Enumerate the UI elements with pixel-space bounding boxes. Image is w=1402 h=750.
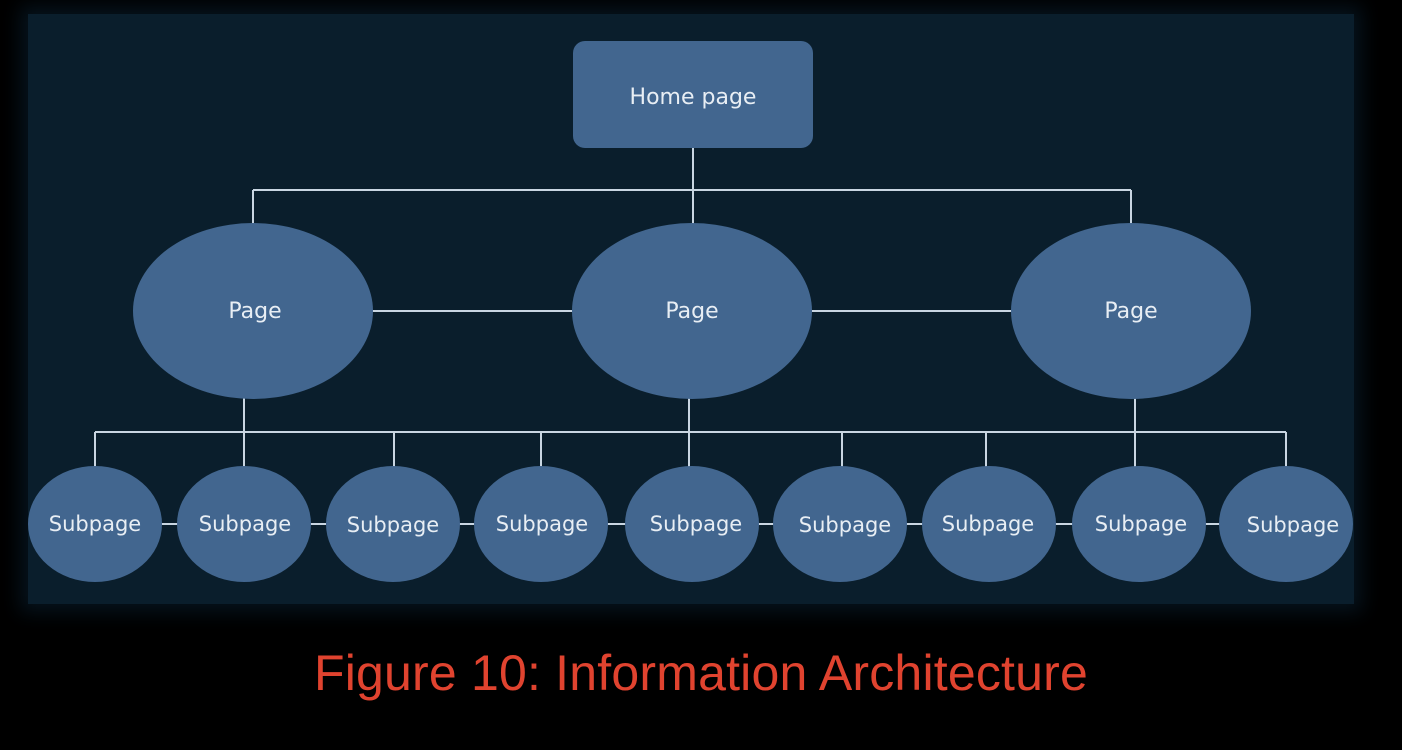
page-label: Page [665,299,718,324]
subpage-node-7: Subpage [922,466,1056,582]
subpage-label: Subpage [347,513,439,537]
subpage-label: Subpage [942,512,1034,536]
subpage-node-8: Subpage [1072,466,1206,582]
subpage-node-6: Subpage [773,466,907,582]
connectors [94,148,1287,525]
page-label: Page [228,299,281,324]
page-ellipse [1011,223,1251,399]
figure-caption: Figure 10: Information Architecture [313,645,1089,701]
subpage-ellipse [625,466,759,582]
subpage-label: Subpage [650,512,742,536]
page-label: Page [1104,299,1157,324]
subpage-node-4: Subpage [474,466,608,582]
subpage-label: Subpage [199,512,291,536]
subpage-node-9: Subpage [1219,466,1353,582]
home-page-box [573,41,813,148]
page-ellipse [133,223,373,399]
subpage-ellipse [1219,466,1353,582]
subpage-node-5: Subpage [625,466,759,582]
subpage-ellipse [177,466,311,582]
subpage-node-2: Subpage [177,466,311,582]
subpage-ellipse [28,466,162,582]
subpage-ellipse [474,466,608,582]
page-node-1: Page [133,223,373,399]
subpage-label: Subpage [799,513,891,537]
subpage-ellipse [1072,466,1206,582]
home-page-label: Home page [630,85,757,110]
subpage-label: Subpage [1095,512,1187,536]
page-node-2: Page [572,223,812,399]
information-architecture-diagram: Home page Page Page Page Subpage Subpage… [28,41,1353,582]
subpage-node-3: Subpage [326,466,460,582]
home-page-node: Home page [573,41,813,148]
subpage-label: Subpage [1247,513,1339,537]
subpage-ellipse [922,466,1056,582]
subpage-ellipse [326,466,460,582]
page-node-3: Page [1011,223,1251,399]
subpage-node-1: Subpage [28,466,162,582]
subpage-label: Subpage [49,512,141,536]
page-ellipse [572,223,812,399]
subpage-label: Subpage [496,512,588,536]
subpage-ellipse [773,466,907,582]
